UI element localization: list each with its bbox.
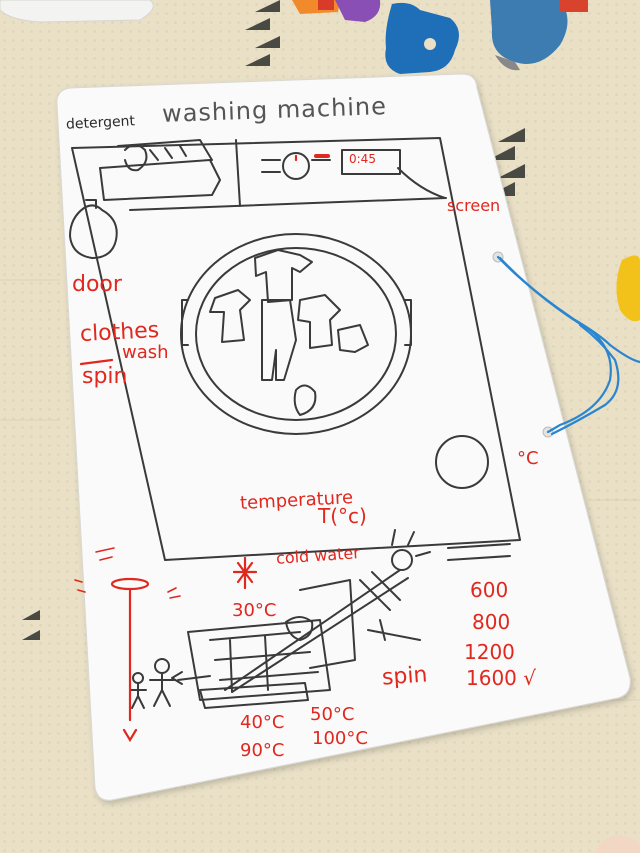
- bottle-shape: [0, 0, 154, 23]
- label-90c: 90°C: [240, 740, 285, 761]
- label-title: washing machine: [161, 92, 388, 128]
- label-30c: 30°C: [232, 600, 277, 621]
- label-celsius: °C: [517, 448, 539, 469]
- label-spin-800: 800: [472, 610, 511, 634]
- toy-blue-puzzle: [385, 2, 459, 75]
- knob-drawing: [435, 435, 489, 489]
- bottle-drawing: [69, 204, 118, 259]
- label-screen: screen: [447, 196, 501, 215]
- toy-red: [318, 0, 334, 10]
- label-door: door: [72, 272, 122, 297]
- label-spin-left: spin: [82, 364, 128, 389]
- door-inner: [195, 247, 397, 421]
- machine-outline: [71, 137, 521, 561]
- toy-yellow: [616, 255, 640, 322]
- screen-drawing: [341, 149, 401, 175]
- label-spin-1600: 1600 √: [466, 666, 536, 690]
- label-spin-600: 600: [470, 578, 509, 602]
- label-temperature-formula: T(°c): [318, 504, 367, 528]
- label-spin: spin: [381, 662, 429, 691]
- dial-drawing: [282, 152, 310, 180]
- label-screen-time: 0:45: [349, 152, 376, 166]
- hand: [595, 835, 640, 853]
- toy-purple: [335, 0, 381, 22]
- label-100c: 100°C: [312, 728, 368, 749]
- detergent-drawer: [99, 159, 221, 201]
- label-spin-1200: 1200: [464, 640, 515, 664]
- toy-plush: [490, 0, 568, 64]
- label-wash: wash: [122, 342, 169, 363]
- label-detergent: detergent: [65, 113, 136, 133]
- label-40c: 40°C: [240, 712, 285, 733]
- label-50c: 50°C: [310, 704, 355, 725]
